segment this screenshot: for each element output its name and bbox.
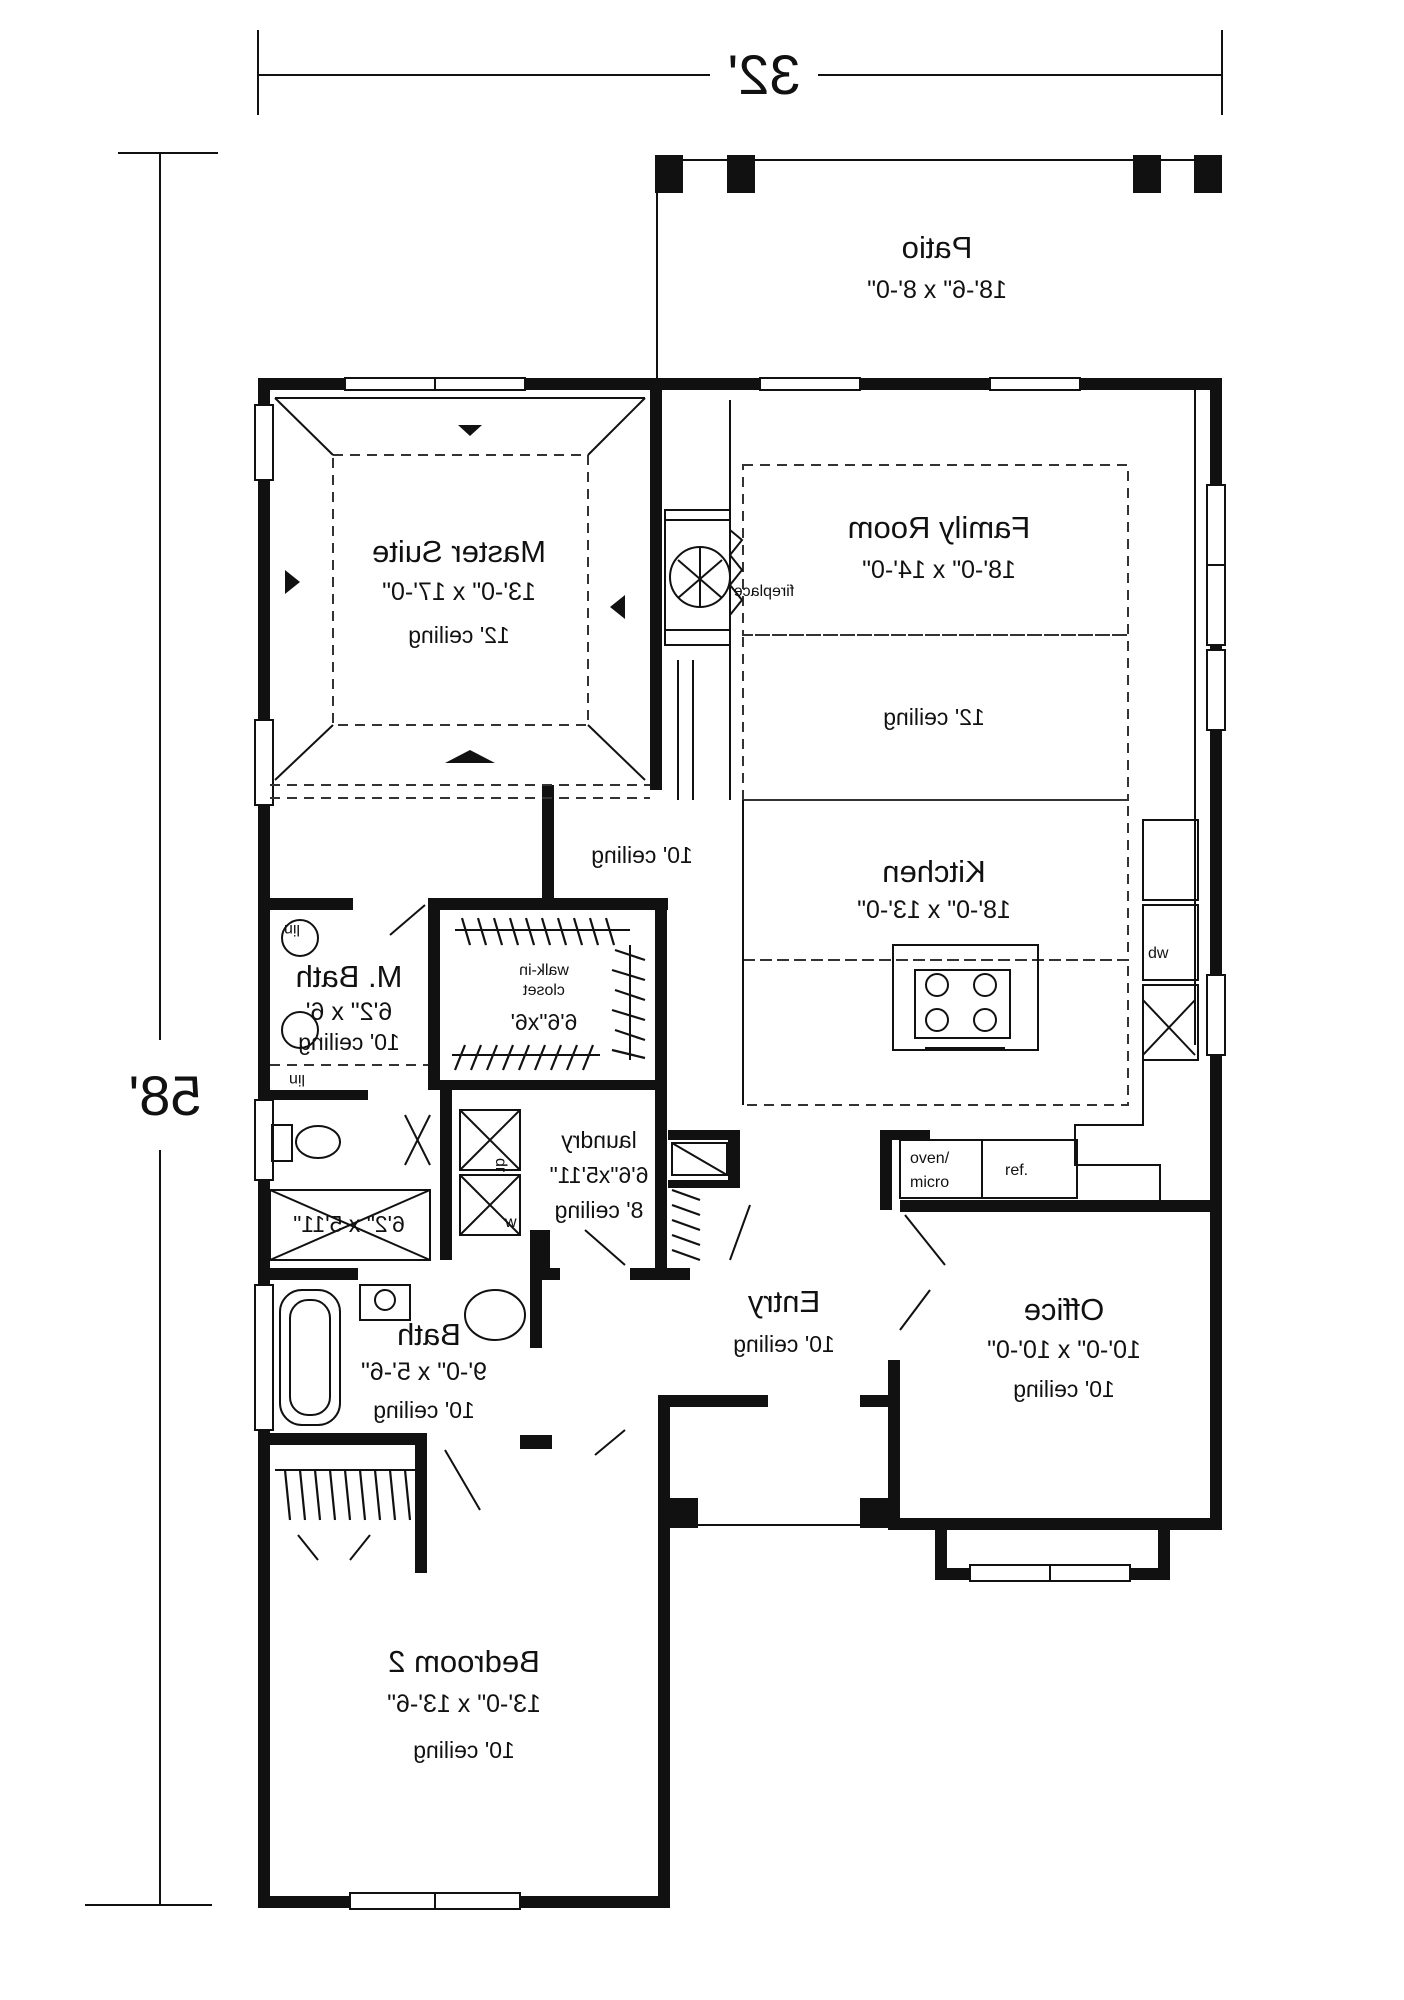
bath-ceiling: 10' ceiling <box>373 1397 475 1423</box>
laundry-size: 6'6"x5'11" <box>550 1162 649 1188</box>
kitchen-size: 18'-0" x 13'-0" <box>857 896 1011 924</box>
oven-label: oven/ <box>910 1150 950 1167</box>
micro-label: micro <box>910 1174 949 1191</box>
patio-name: Patio <box>902 230 973 265</box>
kitchen-island <box>892 944 1039 1051</box>
width-dimension-line: 32' <box>257 30 1223 115</box>
fireplace-label: fireplace <box>734 583 795 600</box>
dryer-label: dr <box>492 1158 509 1173</box>
laundry-ceiling: 8' ceiling <box>555 1197 644 1223</box>
bedroom2-label-group: Bedroom 2 13'-0" x 13'-6" 10' ceiling <box>387 1644 541 1763</box>
bath-label-group: Bath 9'-0" x 5'-6" 10' ceiling <box>361 1317 487 1423</box>
interior-walls <box>258 390 1222 1573</box>
office-size: 10'-0" x 10'-0" <box>987 1336 1141 1364</box>
master-suite-ceiling <box>270 397 650 799</box>
refrigerator-label: ref. <box>1005 1162 1028 1179</box>
bath <box>279 1284 626 1511</box>
master-bath-label-group: M. Bath 6'2" x 6' 10' ceiling <box>296 959 403 1055</box>
master-suite-size: 13'-0" x 17'-0" <box>382 578 536 606</box>
laundry-label-group: laundry 6'6"x5'11" 8' ceiling <box>550 1127 649 1223</box>
laundry-room: dr w <box>459 1109 626 1266</box>
master-bath-ceiling: 10' ceiling <box>298 1029 400 1055</box>
patio-size: 18'-6" x 8'-0" <box>867 276 1007 304</box>
master-suite-ceiling: 12' ceiling <box>408 622 510 648</box>
shower-size: 6'2" x 5'11" <box>293 1211 405 1237</box>
family-room-size: 18'-0" x 14'-0" <box>862 556 1016 584</box>
room-labels: Patio 18'-6" x 8'-0" Master Suite 13'-0"… <box>293 230 1141 1763</box>
bath-size: 9'-0" x 5'-6" <box>361 1358 487 1386</box>
bedroom2-name: Bedroom 2 <box>388 1644 540 1679</box>
bedroom2-ceiling: 10' ceiling <box>413 1737 515 1763</box>
family-room-ceiling: 12' ceiling <box>883 704 985 730</box>
washer-label: w <box>504 1214 517 1231</box>
bedroom2-size: 13'-0" x 13'-6" <box>387 1690 541 1718</box>
patio-label-group: Patio 18'-6" x 8'-0" <box>867 230 1007 304</box>
master-suite-label-group: Master Suite 13'-0" x 17'-0" 12' ceiling <box>372 534 546 648</box>
entry-name: Entry <box>747 1284 820 1319</box>
walk-in-closet-label-group: walk-in closet 6'6"x6' <box>511 962 578 1035</box>
master-suite-name: Master Suite <box>372 534 546 569</box>
depth-dimension-line: 58' <box>85 152 218 1906</box>
family-room-name: Family Room <box>848 510 1031 545</box>
master-shower <box>269 1114 431 1261</box>
master-bath: lin lin <box>270 919 428 1088</box>
office-ceiling: 10' ceiling <box>1013 1376 1115 1402</box>
kitchen-area: dw oven/ micro ref. <box>742 799 1199 1200</box>
kitchen-name: Kitchen <box>882 854 985 889</box>
office-name: Office <box>1024 1292 1104 1327</box>
kitchen-label-group: Kitchen 18'-0" x 13'-0" <box>857 854 1011 924</box>
hall-ceiling: 10' ceiling <box>591 842 693 868</box>
master-bath-name: M. Bath <box>296 959 403 994</box>
bedroom2-closet <box>275 1469 420 1561</box>
bath-name: Bath <box>397 1317 461 1352</box>
fireplace <box>664 509 744 800</box>
walk-in-closet-name2: closet <box>523 982 565 999</box>
family-room-label-group: Family Room 18'-0" x 14'-0" 12' ceiling <box>848 510 1031 730</box>
walk-in-closet <box>389 904 646 1071</box>
family-room-area <box>664 390 1196 1045</box>
depth-dimension-label: 58' <box>129 1064 202 1127</box>
entry-label-group: Entry 10' ceiling <box>733 1284 835 1357</box>
patio <box>655 155 1222 380</box>
walk-in-closet-size: 6'6"x6' <box>511 1009 578 1035</box>
dishwasher-label: dw <box>1148 945 1169 962</box>
linen-label-1: lin <box>284 921 300 938</box>
width-dimension-label: 32' <box>728 43 801 106</box>
entry-closet <box>671 1142 751 1262</box>
office-label-group: Office 10'-0" x 10'-0" 10' ceiling <box>987 1292 1141 1402</box>
walk-in-closet-name: walk-in <box>519 962 570 979</box>
linen-label-2: lin <box>289 1071 305 1088</box>
master-bath-size: 6'2" x 6' <box>306 998 393 1026</box>
office-doors <box>899 1214 946 1331</box>
laundry-name: laundry <box>561 1127 637 1153</box>
entry-ceiling: 10' ceiling <box>733 1331 835 1357</box>
